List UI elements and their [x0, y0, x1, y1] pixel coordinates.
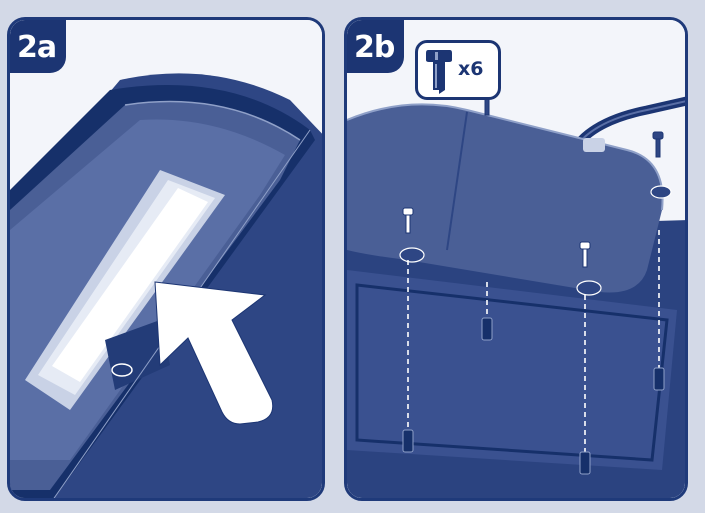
step-number-2b: 2b: [344, 17, 404, 73]
step-2a-panel: 2a: [7, 17, 325, 501]
step-2b-panel: 2b x6: [344, 17, 688, 501]
screw-icon: [424, 48, 454, 94]
screw-quantity-box: x6: [415, 40, 501, 100]
screw-quantity: x6: [458, 58, 483, 80]
step-number-2a: 2a: [7, 17, 66, 73]
step-2b-illustration: [347, 20, 688, 501]
step-2a-illustration: [10, 20, 325, 501]
